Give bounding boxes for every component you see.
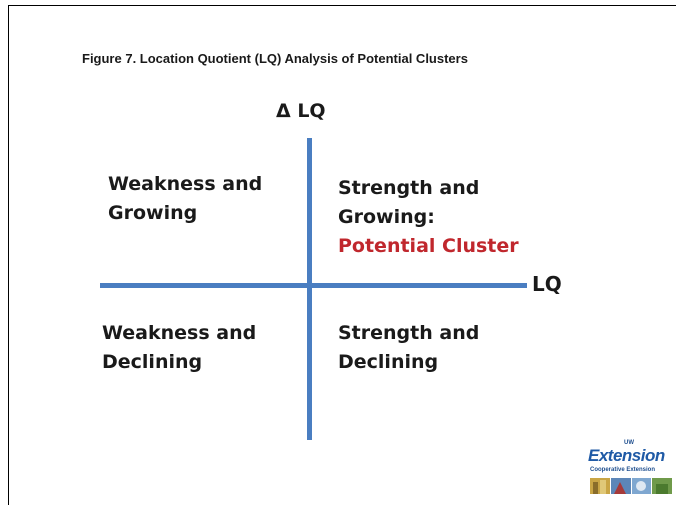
quadrant-strength-declining: Strength and Declining: [338, 319, 479, 377]
quadrant-label-line: Growing: [108, 202, 198, 224]
quadrant-label-line: Weakness and: [102, 322, 257, 344]
vertical-axis-line: [307, 138, 312, 440]
quadrant-label-line: Declining: [102, 351, 203, 373]
logo-extension-text: Extension: [588, 446, 665, 465]
quadrant-label-line: Weakness and: [108, 173, 263, 195]
quadrant-label-line: Strength and: [338, 322, 480, 344]
slide-frame: [8, 5, 676, 505]
quadrant-label-line: Growing:: [338, 206, 435, 228]
logo-uw-text: UW: [624, 440, 634, 446]
horizontal-axis-line: [100, 283, 527, 288]
quadrant-label-line: Declining: [338, 351, 439, 373]
y-axis-label: Δ LQ: [276, 100, 326, 122]
x-axis-label: LQ: [532, 272, 562, 296]
figure-title: Figure 7. Location Quotient (LQ) Analysi…: [82, 51, 468, 66]
quadrant-weakness-growing: Weakness and Growing: [108, 170, 262, 228]
logo-subtitle: Cooperative Extension: [590, 467, 656, 473]
quadrant-label-line: Strength and: [338, 177, 480, 199]
potential-cluster-label: Potential Cluster: [338, 235, 519, 257]
quadrant-weakness-declining: Weakness and Declining: [102, 319, 256, 377]
quadrant-strength-growing: Strength and Growing: Potential Cluster: [338, 174, 519, 261]
extension-logo: UW Extension Cooperative Extension: [588, 440, 674, 500]
logo-photo-strip-icon: [590, 478, 672, 494]
